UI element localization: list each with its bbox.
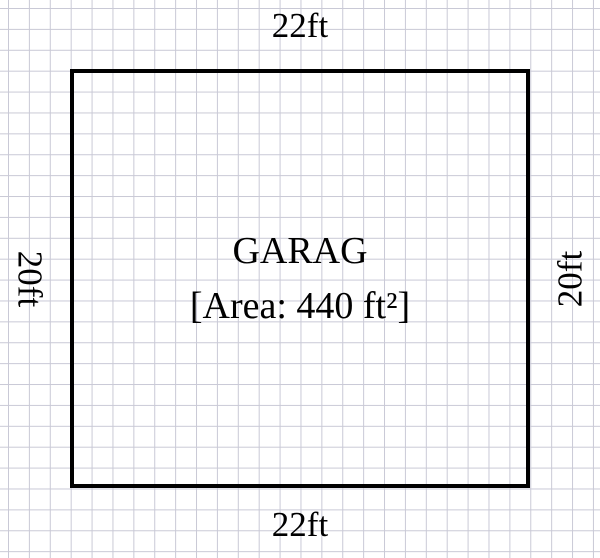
garage-outline [70,69,530,488]
top-dimension-label: 22ft [271,6,329,45]
room-name: GARAG [232,230,368,272]
bottom-dimension-label: 22ft [271,505,329,544]
room-area: [Area: 440 ft²] [189,285,411,327]
